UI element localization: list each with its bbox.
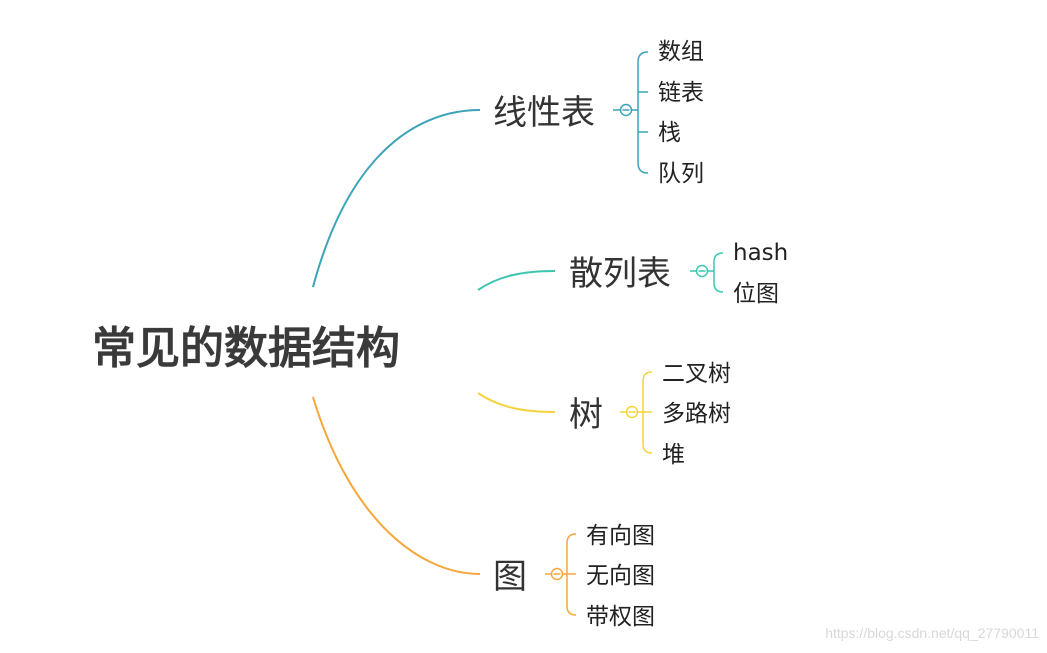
collapse-toggle-hash[interactable] [690, 264, 714, 278]
leaf-topic[interactable]: 数组 [658, 39, 704, 65]
leaf-topic[interactable]: 带权图 [586, 604, 655, 630]
leaf-topic[interactable]: 链表 [658, 80, 704, 106]
branch-topic-graph[interactable]: 图 [493, 557, 527, 597]
collapse-toggle-linear[interactable] [613, 103, 638, 117]
root-topic[interactable]: 常见的数据结构 [92, 323, 400, 374]
collapse-toggle-tree[interactable] [620, 405, 643, 419]
leaf-topic[interactable]: 堆 [662, 442, 685, 468]
connector-linear [312, 109, 481, 288]
leaf-topic[interactable]: 有向图 [586, 523, 655, 549]
watermark: https://blog.csdn.net/qq_27790011 [825, 625, 1039, 641]
leaf-topic[interactable]: 多路树 [662, 401, 731, 427]
leaf-topic[interactable]: 二叉树 [662, 361, 731, 387]
collapse-toggle-graph[interactable] [545, 567, 567, 581]
leaf-topic[interactable]: hash [733, 240, 788, 266]
bracket-hash [713, 252, 724, 293]
branch-topic-hash[interactable]: 散列表 [569, 254, 671, 294]
leaf-topic[interactable]: 无向图 [586, 563, 655, 589]
branch-topic-linear[interactable]: 线性表 [493, 93, 595, 133]
leaf-topic[interactable]: 位图 [733, 281, 779, 307]
leaf-topic[interactable]: 栈 [658, 120, 681, 146]
connector-hash [477, 270, 556, 291]
connector-graph [312, 396, 481, 575]
connector-tree [477, 392, 556, 413]
leaf-topic[interactable]: 队列 [658, 161, 704, 187]
bracket-linear [637, 51, 649, 174]
branch-topic-tree[interactable]: 树 [569, 395, 603, 435]
